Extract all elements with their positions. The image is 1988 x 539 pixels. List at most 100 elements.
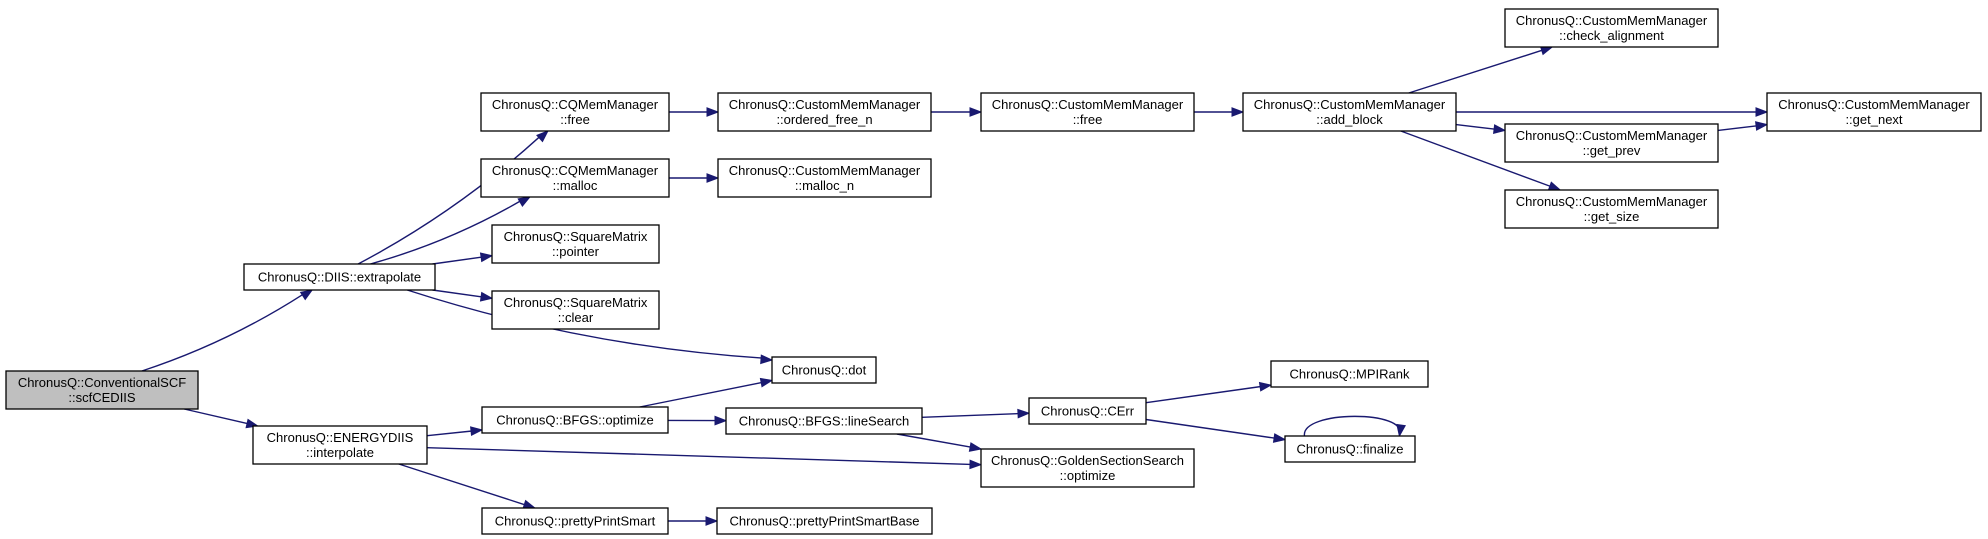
edge-ediis-to-golden xyxy=(426,447,983,470)
node-box xyxy=(481,406,669,434)
edge-line xyxy=(1145,385,1262,404)
node-box xyxy=(980,448,1195,488)
node-label-member: ::free xyxy=(560,112,590,127)
edge-addblock-to-checkalign xyxy=(1408,45,1554,94)
node-diis[interactable]: ChronusQ::DIIS::extrapolate xyxy=(243,263,436,291)
node-getprev[interactable]: ChronusQ::CustomMemManager::get_prev xyxy=(1504,123,1719,163)
edge-line xyxy=(921,412,1020,418)
node-box xyxy=(1766,92,1982,132)
node-label-member: ::ordered_free_n xyxy=(776,112,872,127)
edge-line xyxy=(370,200,521,265)
node-mpirank[interactable]: ChronusQ::MPIRank xyxy=(1270,360,1429,388)
node-layer: ChronusQ::ConventionalSCF::scfCEDIISChro… xyxy=(5,8,1982,535)
edge-line xyxy=(1303,415,1401,437)
edge-ediis-to-bfgsopt xyxy=(426,426,484,437)
edge-linesearch-to-golden xyxy=(896,433,983,452)
node-cmfree[interactable]: ChronusQ::CustomMemManager::free xyxy=(980,92,1195,132)
node-label: ChronusQ::BFGS::optimize xyxy=(496,413,654,428)
node-label: ChronusQ::finalize xyxy=(1297,442,1404,457)
node-ppsbase[interactable]: ChronusQ::prettyPrintSmartBase xyxy=(716,507,933,535)
node-ofree[interactable]: ChronusQ::CustomMemManager::ordered_free… xyxy=(717,92,932,132)
node-label: ChronusQ::DIIS::extrapolate xyxy=(258,270,421,285)
node-box xyxy=(716,507,933,535)
node-label-member: ::malloc_n xyxy=(795,178,854,193)
edge-scf-to-ediis xyxy=(184,408,260,429)
edge-line xyxy=(426,447,972,466)
arrow-head-icon xyxy=(1547,181,1562,191)
node-box xyxy=(491,224,660,264)
edge-line xyxy=(426,430,473,437)
node-addblock[interactable]: ChronusQ::CustomMemManager::add_block xyxy=(1242,92,1457,132)
arrow-head-icon xyxy=(706,173,720,183)
node-cqfree[interactable]: ChronusQ::CQMemManager::free xyxy=(480,92,670,132)
edge-scf-to-diis xyxy=(141,289,314,372)
edge-cqmalloc-to-mallocn xyxy=(669,173,720,183)
arrow-head-icon xyxy=(1258,381,1273,392)
arrow-head-icon xyxy=(1231,107,1245,117)
node-label: ChronusQ::CustomMemManager xyxy=(992,97,1184,112)
node-linesearch[interactable]: ChronusQ::BFGS::lineSearch xyxy=(725,407,923,435)
node-sqclear[interactable]: ChronusQ::SquareMatrix::clear xyxy=(491,290,660,330)
node-checkalign[interactable]: ChronusQ::CustomMemManager::check_alignm… xyxy=(1504,8,1719,48)
node-box xyxy=(480,158,670,198)
node-scf[interactable]: ChronusQ::ConventionalSCF::scfCEDIIS xyxy=(5,370,199,410)
node-label: ChronusQ::SquareMatrix xyxy=(504,229,648,244)
edge-line xyxy=(1400,130,1552,188)
node-label: ChronusQ::MPIRank xyxy=(1290,367,1410,382)
node-getsize[interactable]: ChronusQ::CustomMemManager::get_size xyxy=(1504,189,1719,229)
edge-diis-to-dot xyxy=(406,289,774,365)
edge-ofree-to-cmfree xyxy=(931,107,983,117)
node-box xyxy=(1284,435,1416,463)
edge-finalize-to-finalize xyxy=(1303,415,1406,438)
edge-addblock-to-getnext xyxy=(1456,107,1769,117)
node-box xyxy=(252,425,428,465)
node-box xyxy=(480,92,670,132)
edge-line xyxy=(1408,49,1543,94)
node-getnext[interactable]: ChronusQ::CustomMemManager::get_next xyxy=(1766,92,1982,132)
node-label-member: ::get_prev xyxy=(1583,143,1641,158)
arrow-head-icon xyxy=(969,459,983,470)
node-mallocn[interactable]: ChronusQ::CustomMemManager::malloc_n xyxy=(717,158,932,198)
arrow-head-icon xyxy=(969,107,983,117)
node-label: ChronusQ::CErr xyxy=(1041,404,1135,419)
node-cerr[interactable]: ChronusQ::CErr xyxy=(1028,397,1147,425)
edge-cerr-to-finalize xyxy=(1145,418,1287,443)
node-label: ChronusQ::CustomMemManager xyxy=(729,97,921,112)
edge-line xyxy=(896,433,972,448)
node-box xyxy=(1270,360,1429,388)
node-label: ChronusQ::ConventionalSCF xyxy=(18,375,186,390)
node-label: ChronusQ::GoldenSectionSearch xyxy=(991,453,1184,468)
node-ediis[interactable]: ChronusQ::ENERGYDIIS::interpolate xyxy=(252,425,428,465)
node-finalize[interactable]: ChronusQ::finalize xyxy=(1284,435,1416,463)
edge-diis-to-cqfree xyxy=(357,130,549,265)
node-label: ChronusQ::CustomMemManager xyxy=(729,163,921,178)
node-box xyxy=(243,263,436,291)
node-label: ChronusQ::prettyPrintSmartBase xyxy=(729,514,919,529)
arrow-head-icon xyxy=(1493,124,1507,134)
edge-line xyxy=(432,256,483,265)
node-box xyxy=(1504,189,1719,229)
arrow-head-icon xyxy=(299,289,314,301)
arrow-head-icon xyxy=(1272,433,1287,443)
node-box xyxy=(717,158,932,198)
node-pps[interactable]: ChronusQ::prettyPrintSmart xyxy=(481,507,669,535)
node-label-member: ::free xyxy=(1073,112,1103,127)
edge-ediis-to-pps xyxy=(398,463,537,510)
node-cqmalloc[interactable]: ChronusQ::CQMemManager::malloc xyxy=(480,158,670,198)
node-label: ChronusQ::CustomMemManager xyxy=(1254,97,1446,112)
node-sqpointer[interactable]: ChronusQ::SquareMatrix::pointer xyxy=(491,224,660,264)
node-label-member: ::pointer xyxy=(552,244,600,259)
node-label: ChronusQ::CustomMemManager xyxy=(1778,97,1970,112)
arrow-head-icon xyxy=(1755,121,1769,131)
node-golden[interactable]: ChronusQ::GoldenSectionSearch::optimize xyxy=(980,448,1195,488)
edge-cmfree-to-addblock xyxy=(1194,107,1245,117)
node-label: ChronusQ::CustomMemManager xyxy=(1516,194,1708,209)
node-box xyxy=(1504,8,1719,48)
edge-diis-to-sqclear xyxy=(432,289,494,302)
arrow-head-icon xyxy=(968,442,983,452)
node-label: ChronusQ::ENERGYDIIS xyxy=(267,430,414,445)
node-dot[interactable]: ChronusQ::dot xyxy=(771,356,877,384)
edge-line xyxy=(432,289,483,298)
node-bfgsopt[interactable]: ChronusQ::BFGS::optimize xyxy=(481,406,669,434)
